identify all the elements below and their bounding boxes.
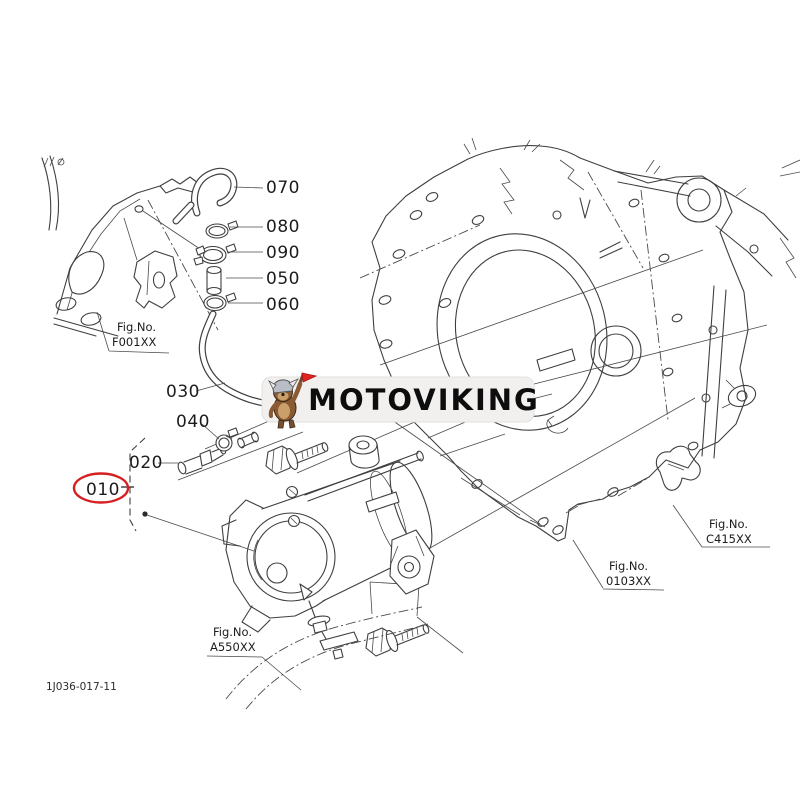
part-callout-030: 030 [166,382,200,402]
fig-ref-code: F001XX [112,335,156,349]
starter-slot [365,491,400,513]
face-slot [536,348,576,372]
clevis-bracket [133,250,178,309]
watermark-badge [261,376,535,423]
clutch-opening [436,233,608,431]
part-callout-070: 070 [266,178,300,198]
part-callout-040: 040 [176,412,210,432]
flange-bolt-lower [365,624,430,657]
fig-ref-code: A550XX [210,640,256,654]
fig-ref-f001xx: Fig.No. F001XX [96,311,170,354]
part-020-joint [177,445,227,475]
flywheel-housing-drawing [359,137,759,542]
part-callout-060: 060 [266,295,300,315]
fig-ref-code: 0103XX [606,574,651,588]
fig-ref-label: Fig.No. [213,625,252,639]
fig-ref-c415xx: Fig.No. C415XX [672,504,770,548]
fig-ref-label: Fig.No. [709,517,748,531]
part-callout-050: 050 [266,269,300,289]
brand-watermark: MOTOVIKING [261,372,540,429]
hose-stub [237,431,259,449]
part-050-tube [206,265,222,296]
case-plates-and-lifting-eye [613,159,800,491]
fig-ref-0103xx: Fig.No. 0103XX [572,539,665,591]
fig-ref-code: C415XX [706,532,752,546]
fig-ref-label: Fig.No. [609,559,648,573]
bracket-lobe [68,251,105,295]
brand-name: MOTOVIKING [308,383,540,417]
part-callouts: 070 080 090 050 060 030 040 020 010 [72,178,300,504]
part-callout-020: 020 [129,453,163,473]
viking-dog-mascot-icon [268,372,318,429]
lower-stud-and-plate [307,600,359,660]
part-070-pipe [172,167,238,225]
part-callout-010: 010 [86,480,120,500]
fig-ref-label: Fig.No. [117,320,156,334]
group-010-bracket [129,437,146,532]
dashed-hose [225,606,429,710]
bolt-holes [378,192,759,535]
starter-top-boss [348,435,380,469]
part-080-clamp [205,220,239,239]
callout-leaders [121,186,264,552]
fig-ref-a550xx: Fig.No. A550XX [206,625,302,691]
figure-references: Fig.No. F001XX Fig.No. C415XX Fig.No. 01… [96,311,770,691]
leader-line [142,210,207,254]
part-060-clamp [203,292,237,312]
round-port [590,325,642,377]
part-090-clamp [193,243,237,266]
flange-bolt-upper [265,442,329,475]
lifting-eye [676,177,722,223]
hose-parts-stack [172,167,239,312]
fitting-group [177,427,259,475]
gasket-bottom-edge [460,477,649,528]
part-callout-090: 090 [266,243,300,263]
side-boss [727,384,757,408]
engine-bracket-drawing [41,155,219,337]
part-callout-080: 080 [266,217,300,237]
mounting-bolts [265,442,430,657]
red-highlight-ellipse [72,472,130,504]
drawing-number: 1J036-017-11 [46,681,117,693]
starter-rear-bracket [389,529,435,595]
part-040-clamp [215,427,239,452]
c415-bracket [655,445,701,491]
starter-motor-drawing [221,435,435,660]
